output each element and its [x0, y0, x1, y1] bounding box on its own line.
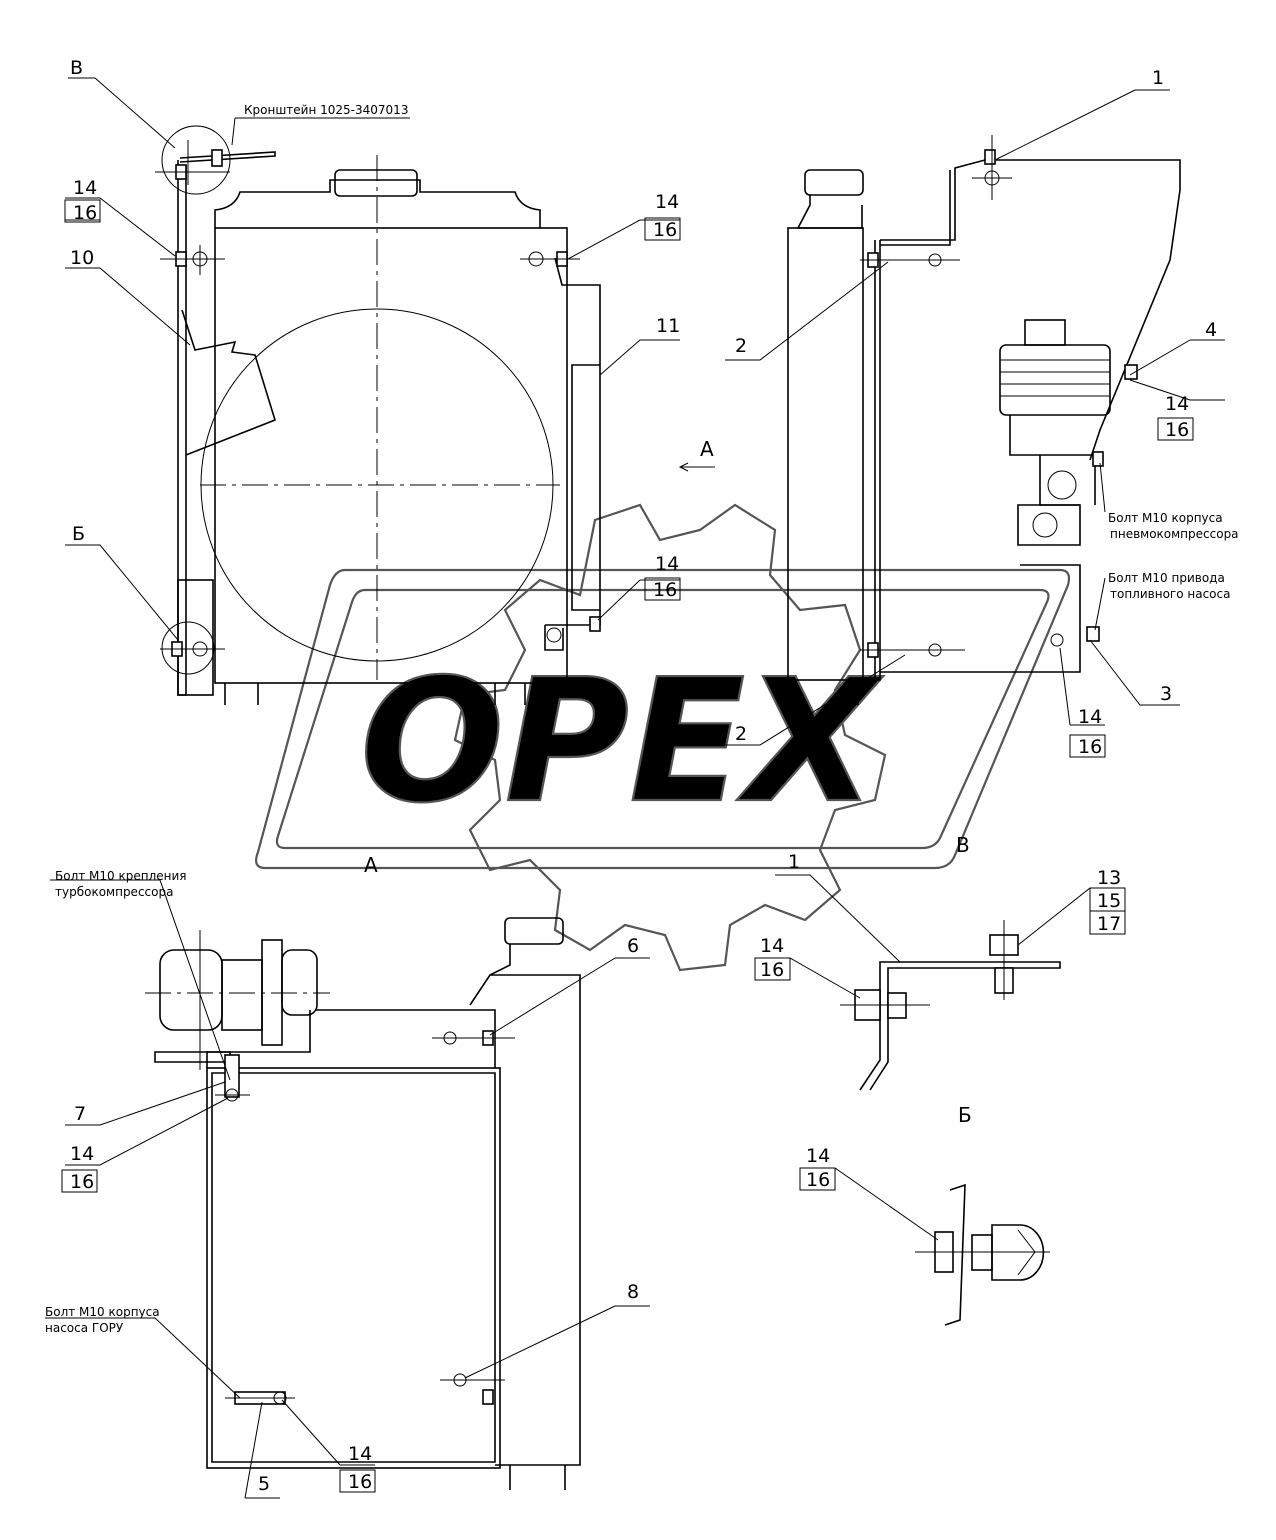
- callout-16-f: 16: [70, 1171, 94, 1193]
- callout-6: 6: [627, 935, 639, 957]
- bolt-turbo-line2: турбокомпрессора: [55, 885, 173, 899]
- callout-14-i: 14: [806, 1145, 830, 1167]
- callout-1-lower: 1: [788, 851, 800, 873]
- bolt-goru-line2: насоса ГОРУ: [45, 1321, 124, 1335]
- view-arrow-a: А: [700, 437, 714, 461]
- callout-8: 8: [627, 1281, 639, 1303]
- callout-16-g: 16: [348, 1471, 372, 1493]
- callout-13: 13: [1097, 867, 1121, 889]
- watermark-gear: [453, 503, 887, 972]
- bolt-4: [1124, 364, 1138, 380]
- opex-watermark: OPEX: [255, 503, 1071, 972]
- callout-11: 11: [656, 315, 680, 337]
- detail-b2-circle: [161, 621, 215, 675]
- callout-16-d: 16: [1165, 419, 1189, 441]
- bolt-6: [432, 1030, 515, 1046]
- callout-3: 3: [1160, 683, 1172, 705]
- callout-16-h: 16: [760, 959, 784, 981]
- callout-box-16-d: [1157, 417, 1194, 441]
- callout-box-16-e: [1069, 734, 1106, 758]
- callout-14-g: 14: [348, 1443, 372, 1465]
- watermark-text: OPEX: [360, 643, 884, 841]
- view-label-b-lower: Б: [958, 1103, 972, 1127]
- bolt-turbo-line1: Болт М10 крепления: [55, 869, 187, 883]
- detail-b: [915, 1183, 1050, 1326]
- callout-17: 17: [1097, 913, 1121, 935]
- callout-14-b: 14: [655, 191, 679, 213]
- view-arrow: [678, 462, 715, 472]
- bolt-1-top: [972, 135, 1012, 200]
- watermark-frame-outer: [255, 568, 1071, 870]
- bolt-2-top: [860, 252, 960, 268]
- bolt-fuel-line1: Болт М10 привода: [1108, 571, 1225, 585]
- bolt-7: [215, 1054, 250, 1102]
- view-label-v: В: [70, 57, 83, 79]
- callout-14-e: 14: [1078, 706, 1102, 728]
- callout-14-d: 14: [1165, 393, 1189, 415]
- bolt-compressor-line1: Болт М10 корпуса: [1108, 511, 1223, 525]
- bolt-2-bottom: [860, 642, 965, 658]
- bolt-14-16-right-top: [520, 251, 580, 267]
- callout-5: 5: [258, 1473, 270, 1495]
- bolt-compressor: [1092, 451, 1104, 467]
- callout-4: 4: [1205, 319, 1217, 341]
- view-label-a: А: [364, 853, 378, 877]
- callout-box-16-g: [339, 1469, 376, 1493]
- bolt-compressor-line2: пневмокомпрессора: [1110, 527, 1239, 541]
- callout-1-top: 1: [1152, 67, 1164, 89]
- callout-14-h: 14: [760, 935, 784, 957]
- bolt-14-16-right-bottom: [546, 616, 601, 643]
- callout-15: 15: [1097, 890, 1121, 912]
- callout-box-16-f: [61, 1169, 98, 1193]
- callout-box-16-b: [644, 217, 681, 241]
- callout-16-a: 16: [73, 202, 97, 224]
- bracket-label: Кронштейн 1025-3407013: [244, 103, 408, 117]
- radiator-top-view: [145, 917, 581, 1490]
- bolt-5: [225, 1391, 295, 1405]
- view-label-b-small: Б: [72, 523, 85, 545]
- radiator-front-view: [155, 125, 601, 705]
- watermark-frame-inner: [275, 588, 1050, 850]
- detail-v: [840, 920, 1061, 1091]
- bolt-goru-line1: Болт М10 корпуса: [45, 1305, 160, 1319]
- callout-14-c: 14: [655, 553, 679, 575]
- callout-16-b: 16: [653, 219, 677, 241]
- leaders-detail-v: [754, 874, 1126, 999]
- callout-16-i: 16: [806, 1169, 830, 1191]
- view-label-v-lower: В: [956, 833, 970, 857]
- callout-box-16-c: [644, 577, 681, 601]
- callout-14-f: 14: [70, 1143, 94, 1165]
- leaders-top-right: [725, 89, 1225, 746]
- bolt-fuel-line2: топливного насоса: [1110, 587, 1230, 601]
- callout-16-c: 16: [653, 579, 677, 601]
- callout-box-16-a: [64, 199, 101, 223]
- callout-16-e: 16: [1078, 736, 1102, 758]
- detail-b-circle: [161, 125, 231, 195]
- bolt-14-16-left-top: [160, 245, 225, 275]
- leaders-bottom-left: [45, 879, 650, 1499]
- leaders-detail-b: [799, 1167, 939, 1241]
- radiator-side-view: [787, 135, 1181, 705]
- callout-2-b: 2: [735, 723, 747, 745]
- bolt-3: [1050, 626, 1100, 647]
- callout-14-a: 14: [73, 177, 97, 199]
- callout-2-a: 2: [735, 335, 747, 357]
- bolt-8: [440, 1373, 505, 1405]
- callout-7: 7: [74, 1103, 86, 1125]
- callout-10: 10: [70, 247, 94, 269]
